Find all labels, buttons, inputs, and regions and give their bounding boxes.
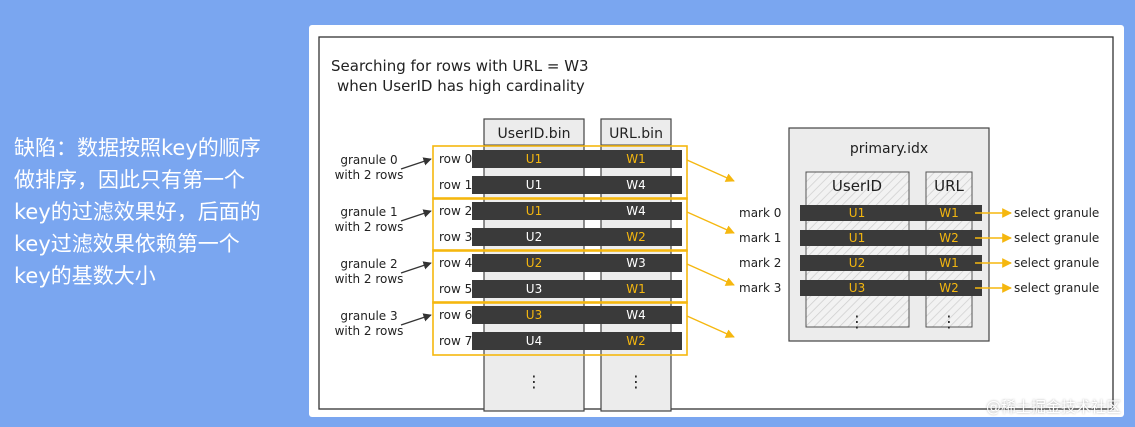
row-bar [472,306,682,324]
caption-line: 做排序，因此只有第一个 [14,168,245,192]
row-bar [472,332,682,350]
primary-userid-column [805,171,910,328]
primary-userid-header: UserID [832,177,882,195]
granule-sublabel: with 2 rows [335,324,404,338]
granule-outline [432,249,688,304]
row-userid-value: U1 [526,152,542,166]
granule-arrow [400,261,432,274]
mark-bar [800,280,982,296]
primary-url-header: URL [934,177,964,195]
row-label: row 1 [439,178,472,192]
side-caption: 缺陷：数据按照key的顺序 做排序，因此只有第一个 key的过滤效果好，后面的 … [14,132,304,292]
diagram-panel: Searching for rows with URL = W3 when Us… [309,25,1124,417]
granule-label: granule 0 [340,153,397,167]
granule-outline [432,301,688,356]
caption-line: key过滤效果依赖第一个 [14,232,240,256]
row-bar [472,228,682,246]
mark-label: mark 1 [739,231,781,245]
select-granule-label: select granule [1014,206,1099,220]
row-bar [472,176,682,194]
caption-line: 缺陷：数据按照key的顺序 [14,136,261,160]
row-bar [472,254,682,272]
row-label: row 0 [439,152,472,166]
row-url-value: W3 [626,256,646,270]
row-url-value: W2 [626,230,646,244]
row-label: row 3 [439,230,472,244]
mark-url-value: W1 [939,256,959,270]
mark-label: mark 2 [739,256,781,270]
mark-userid-value: U3 [849,281,865,295]
mark-bar [800,205,982,221]
granule-to-mark-arrow [686,315,735,338]
row-label: row 5 [439,282,472,296]
granule-label: granule 3 [340,309,397,323]
row-url-value: W4 [626,204,646,218]
row-userid-value: U3 [526,308,542,322]
userid-bin-header: UserID.bin [498,126,571,142]
granule-to-mark-arrow [686,159,735,182]
row-userid-value: U2 [526,256,542,270]
mark-label: mark 3 [739,281,781,295]
row-url-value: W4 [626,308,646,322]
userid-bin-ellipsis: ⋮ [526,372,542,391]
mark-userid-value: U1 [849,231,865,245]
select-granule-label: select granule [1014,256,1099,270]
row-bar [472,280,682,298]
mark-bar [800,230,982,246]
granule-to-mark-arrow [686,263,735,286]
mark-url-value: W2 [939,231,959,245]
granule-label: granule 1 [340,205,397,219]
primary-url-ellipsis: ⋮ [941,312,957,331]
row-userid-value: U2 [526,230,542,244]
row-userid-value: U3 [526,282,542,296]
select-granule-label: select granule [1014,231,1099,245]
mark-bar [800,255,982,271]
watermark-text: @稀土掘金技术社区 [985,398,1121,416]
granule-label: granule 2 [340,257,397,271]
diagram-title-line-1: Searching for rows with URL = W3 [331,57,589,75]
diagram-title-line-2: when UserID has high cardinality [337,77,585,95]
row-url-value: W4 [626,178,646,192]
mark-url-value: W2 [939,281,959,295]
url-bin-ellipsis: ⋮ [628,372,644,391]
granule-sublabel: with 2 rows [335,220,404,234]
row-bar [472,150,682,168]
mark-url-value: W1 [939,206,959,220]
row-url-value: W1 [626,282,646,296]
caption-line: key的过滤效果好，后面的 [14,200,261,224]
granule-sublabel: with 2 rows [335,272,404,286]
granule-sublabel: with 2 rows [335,168,404,182]
primary-url-column [925,171,973,328]
granule-arrow [400,157,432,170]
row-label: row 6 [439,308,472,322]
mark-userid-value: U2 [849,256,865,270]
index-diagram: Searching for rows with URL = W3 when Us… [318,36,1114,412]
granule-outline [432,145,688,200]
mark-label: mark 0 [739,206,781,220]
select-granule-label: select granule [1014,281,1099,295]
row-userid-value: U1 [526,178,542,192]
row-label: row 7 [439,334,472,348]
row-url-value: W2 [626,334,646,348]
granule-to-mark-arrow [686,211,735,234]
mark-userid-value: U1 [849,206,865,220]
granule-outline [432,197,688,252]
granule-arrow [400,209,432,222]
row-url-value: W1 [626,152,646,166]
primary-idx-title: primary.idx [850,141,928,157]
row-userid-value: U1 [526,204,542,218]
url-bin-header: URL.bin [609,126,663,142]
row-userid-value: U4 [526,334,542,348]
diagram-frame [318,36,1114,410]
row-label: row 4 [439,256,472,270]
row-bar [472,202,682,220]
caption-line: key的基数大小 [14,264,156,288]
primary-userid-ellipsis: ⋮ [849,312,865,331]
granule-arrow [400,313,432,326]
row-label: row 2 [439,204,472,218]
